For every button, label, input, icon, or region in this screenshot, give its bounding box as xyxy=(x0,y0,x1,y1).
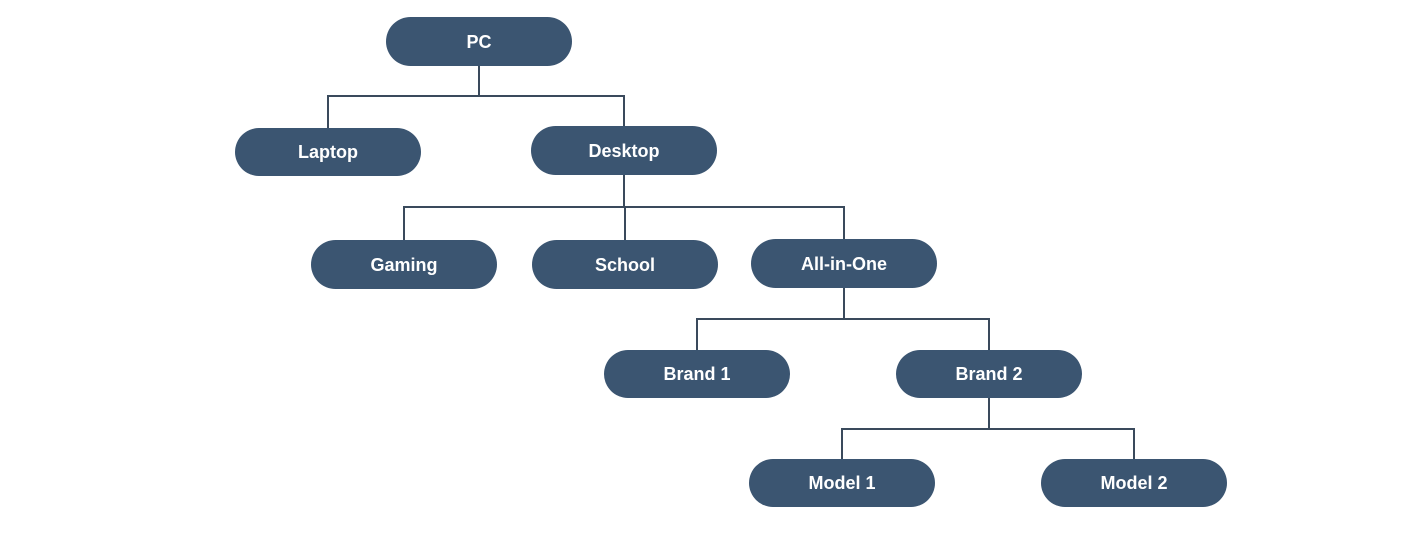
node-model-1-label: Model 1 xyxy=(808,473,875,493)
node-pc-box xyxy=(386,17,572,66)
node-laptop-box xyxy=(235,128,421,176)
node-model-1-box xyxy=(749,459,935,507)
node-gaming: Gaming xyxy=(311,240,497,289)
node-all-in-one-box xyxy=(751,239,937,288)
node-school-box xyxy=(532,240,718,289)
node-brand-1: Brand 1 xyxy=(604,350,790,398)
node-desktop: Desktop xyxy=(531,126,717,175)
node-model-2-box xyxy=(1041,459,1227,507)
node-brand-2: Brand 2 xyxy=(896,350,1082,398)
node-brand-2-box xyxy=(896,350,1082,398)
node-laptop-label: Laptop xyxy=(298,142,358,162)
node-desktop-label: Desktop xyxy=(588,141,659,161)
node-all-in-one-label: All-in-One xyxy=(801,254,887,274)
node-model-2-label: Model 2 xyxy=(1100,473,1167,493)
connector-lines xyxy=(327,65,1135,460)
node-model-2: Model 2 xyxy=(1041,459,1227,507)
node-brand-1-box xyxy=(604,350,790,398)
node-pc-label: PC xyxy=(466,32,491,52)
node-brand-1-label: Brand 1 xyxy=(663,364,730,384)
node-all-in-one: All-in-One xyxy=(751,239,937,288)
node-brand-2-label: Brand 2 xyxy=(955,364,1022,384)
node-laptop: Laptop xyxy=(235,128,421,176)
node-school-label: School xyxy=(595,255,655,275)
node-gaming-box xyxy=(311,240,497,289)
node-model-1: Model 1 xyxy=(749,459,935,507)
node-pc: PC xyxy=(386,17,572,66)
node-gaming-label: Gaming xyxy=(370,255,437,275)
node-desktop-box xyxy=(531,126,717,175)
node-school: School xyxy=(532,240,718,289)
